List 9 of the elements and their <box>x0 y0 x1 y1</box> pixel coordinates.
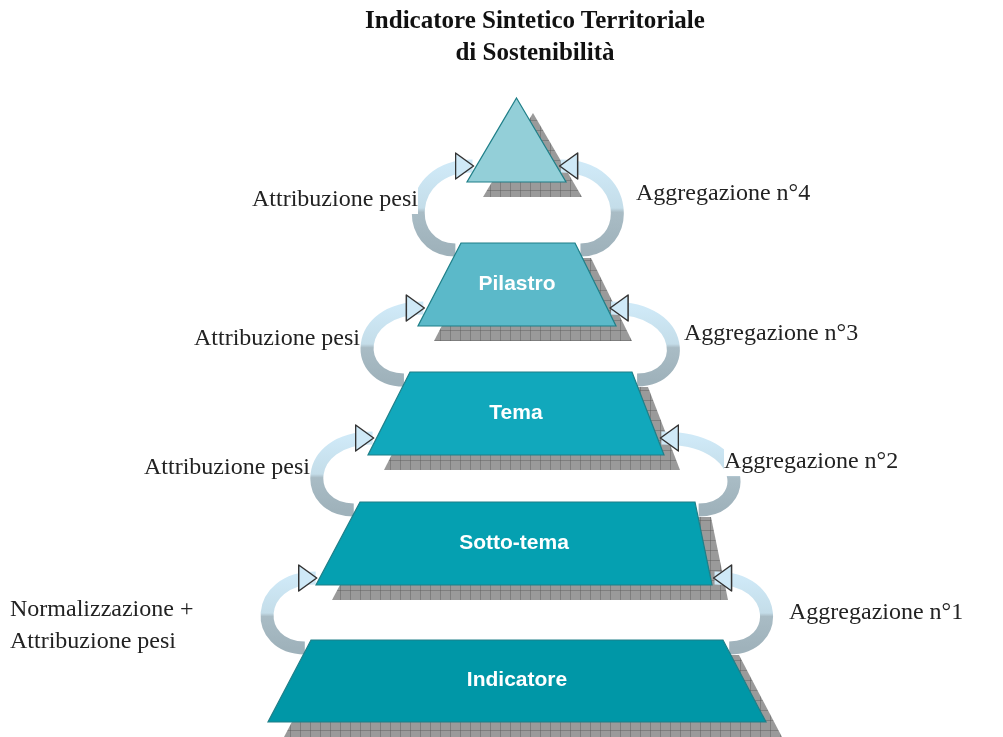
curved-arrow <box>558 154 624 257</box>
curved-arrow <box>360 295 426 387</box>
diagram-title: Indicatore Sintetico Territoriale di Sostenibilità <box>364 5 706 67</box>
level-label: Pilastro <box>477 270 557 295</box>
level-label: Indicatore <box>465 667 569 691</box>
level-label: Tema <box>488 399 544 424</box>
curved-arrow <box>310 425 375 517</box>
curved-arrow <box>260 565 318 655</box>
level-label: Sotto-tema <box>458 529 570 554</box>
